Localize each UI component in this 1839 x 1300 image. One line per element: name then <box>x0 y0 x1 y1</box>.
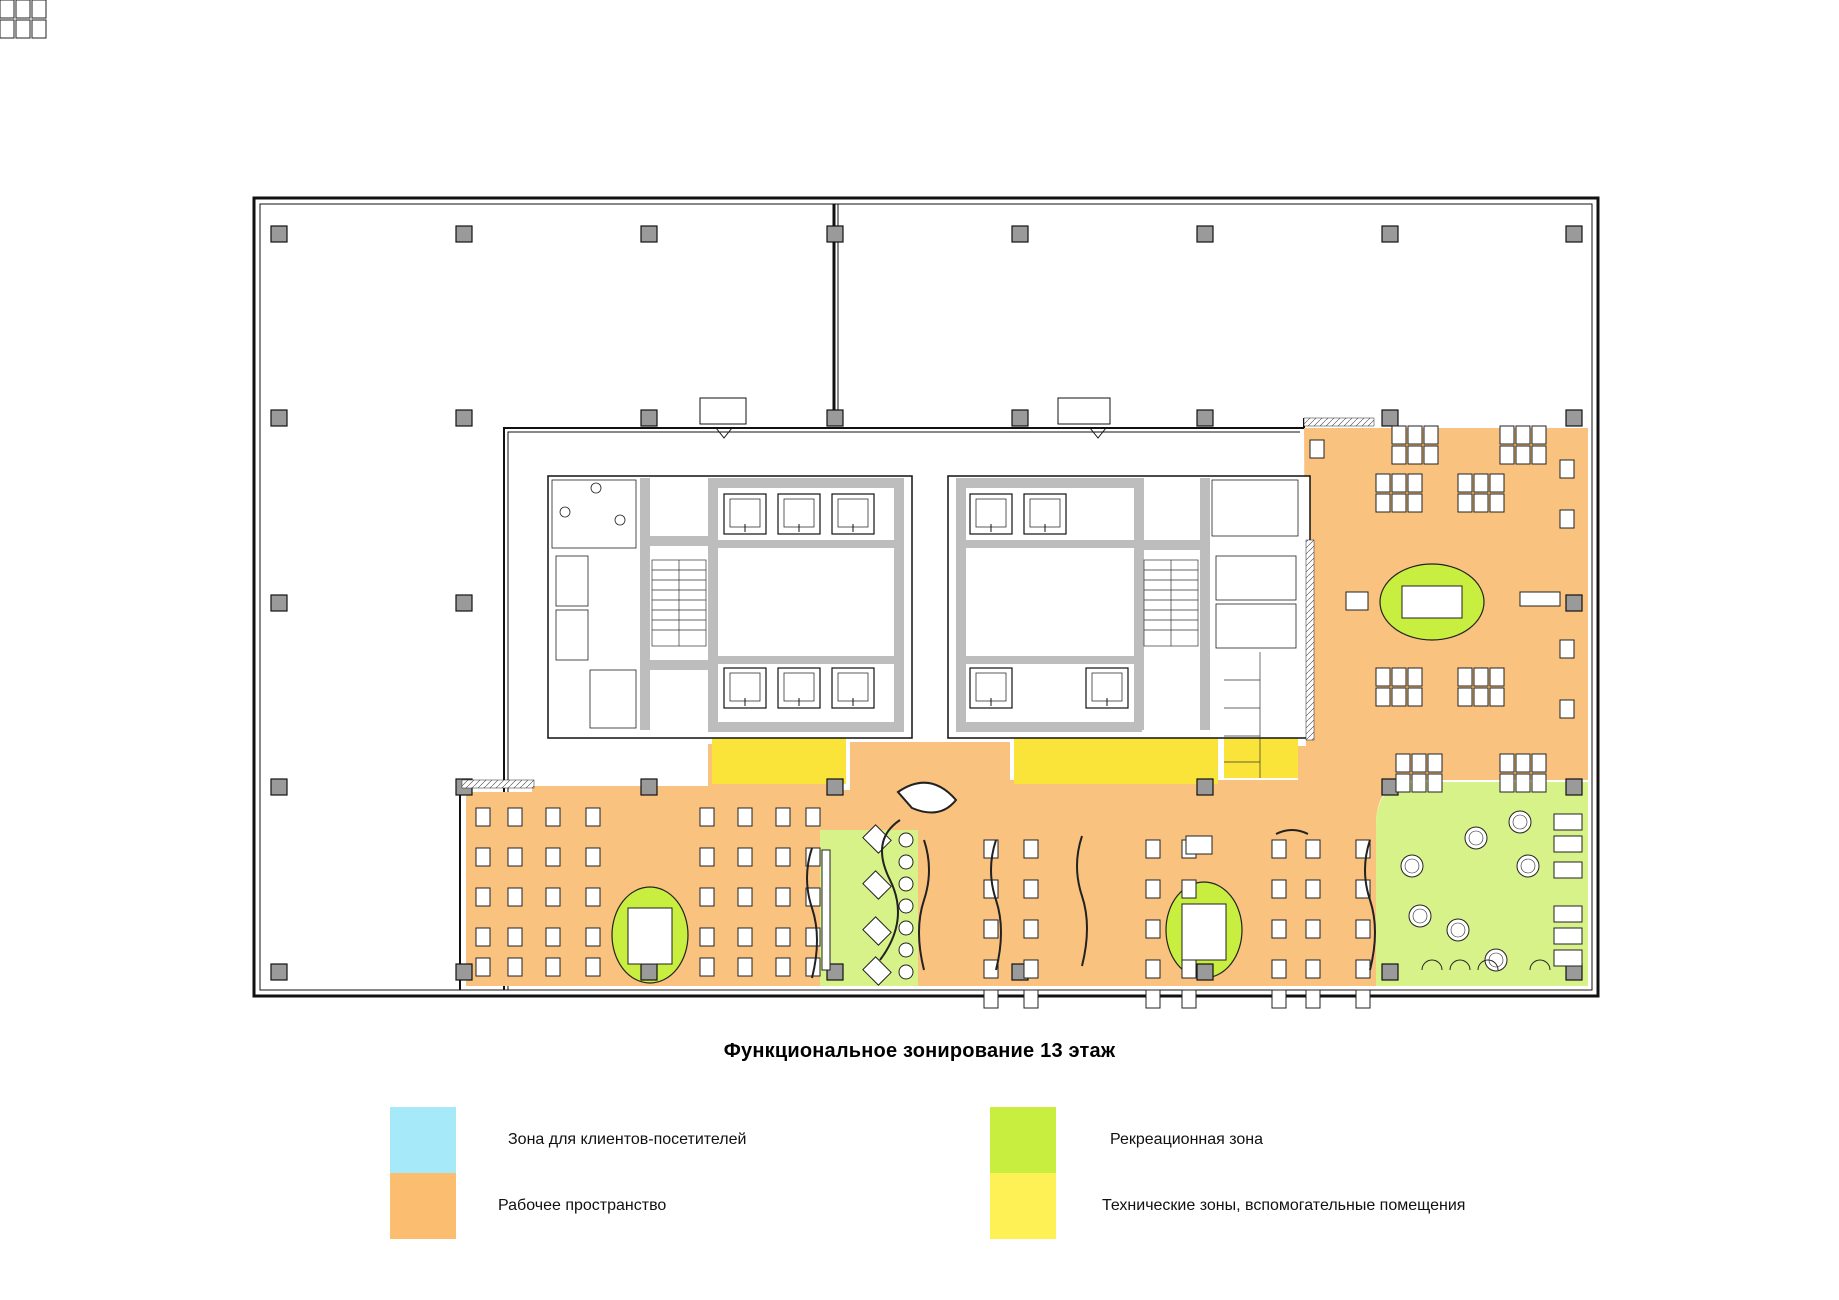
lounge-furniture <box>1400 810 1583 972</box>
legend-swatch-work <box>390 1173 456 1239</box>
columns <box>270 225 1583 981</box>
legend-swatch-recreation <box>990 1107 1056 1173</box>
window-strips <box>461 417 1375 789</box>
curved-partitions <box>806 781 1376 979</box>
building-core <box>547 475 1311 778</box>
legend-swatch-clients <box>390 1107 456 1173</box>
legend-swatch-technical <box>990 1173 1056 1239</box>
legend-label-clients: Зона для клиентов-посетителей <box>508 1131 747 1148</box>
legend-label-technical: Технические зоны, вспомогательные помеще… <box>1102 1197 1466 1214</box>
doors <box>699 397 1111 439</box>
legend-label-recreation: Рекреационная зона <box>1110 1131 1264 1148</box>
plan-caption: Функциональное зонирование 13 этаж <box>723 1040 1116 1062</box>
legend-label-work: Рабочее пространство <box>498 1197 667 1214</box>
workstations <box>0 0 1575 1008</box>
cafe-seating <box>821 824 914 986</box>
